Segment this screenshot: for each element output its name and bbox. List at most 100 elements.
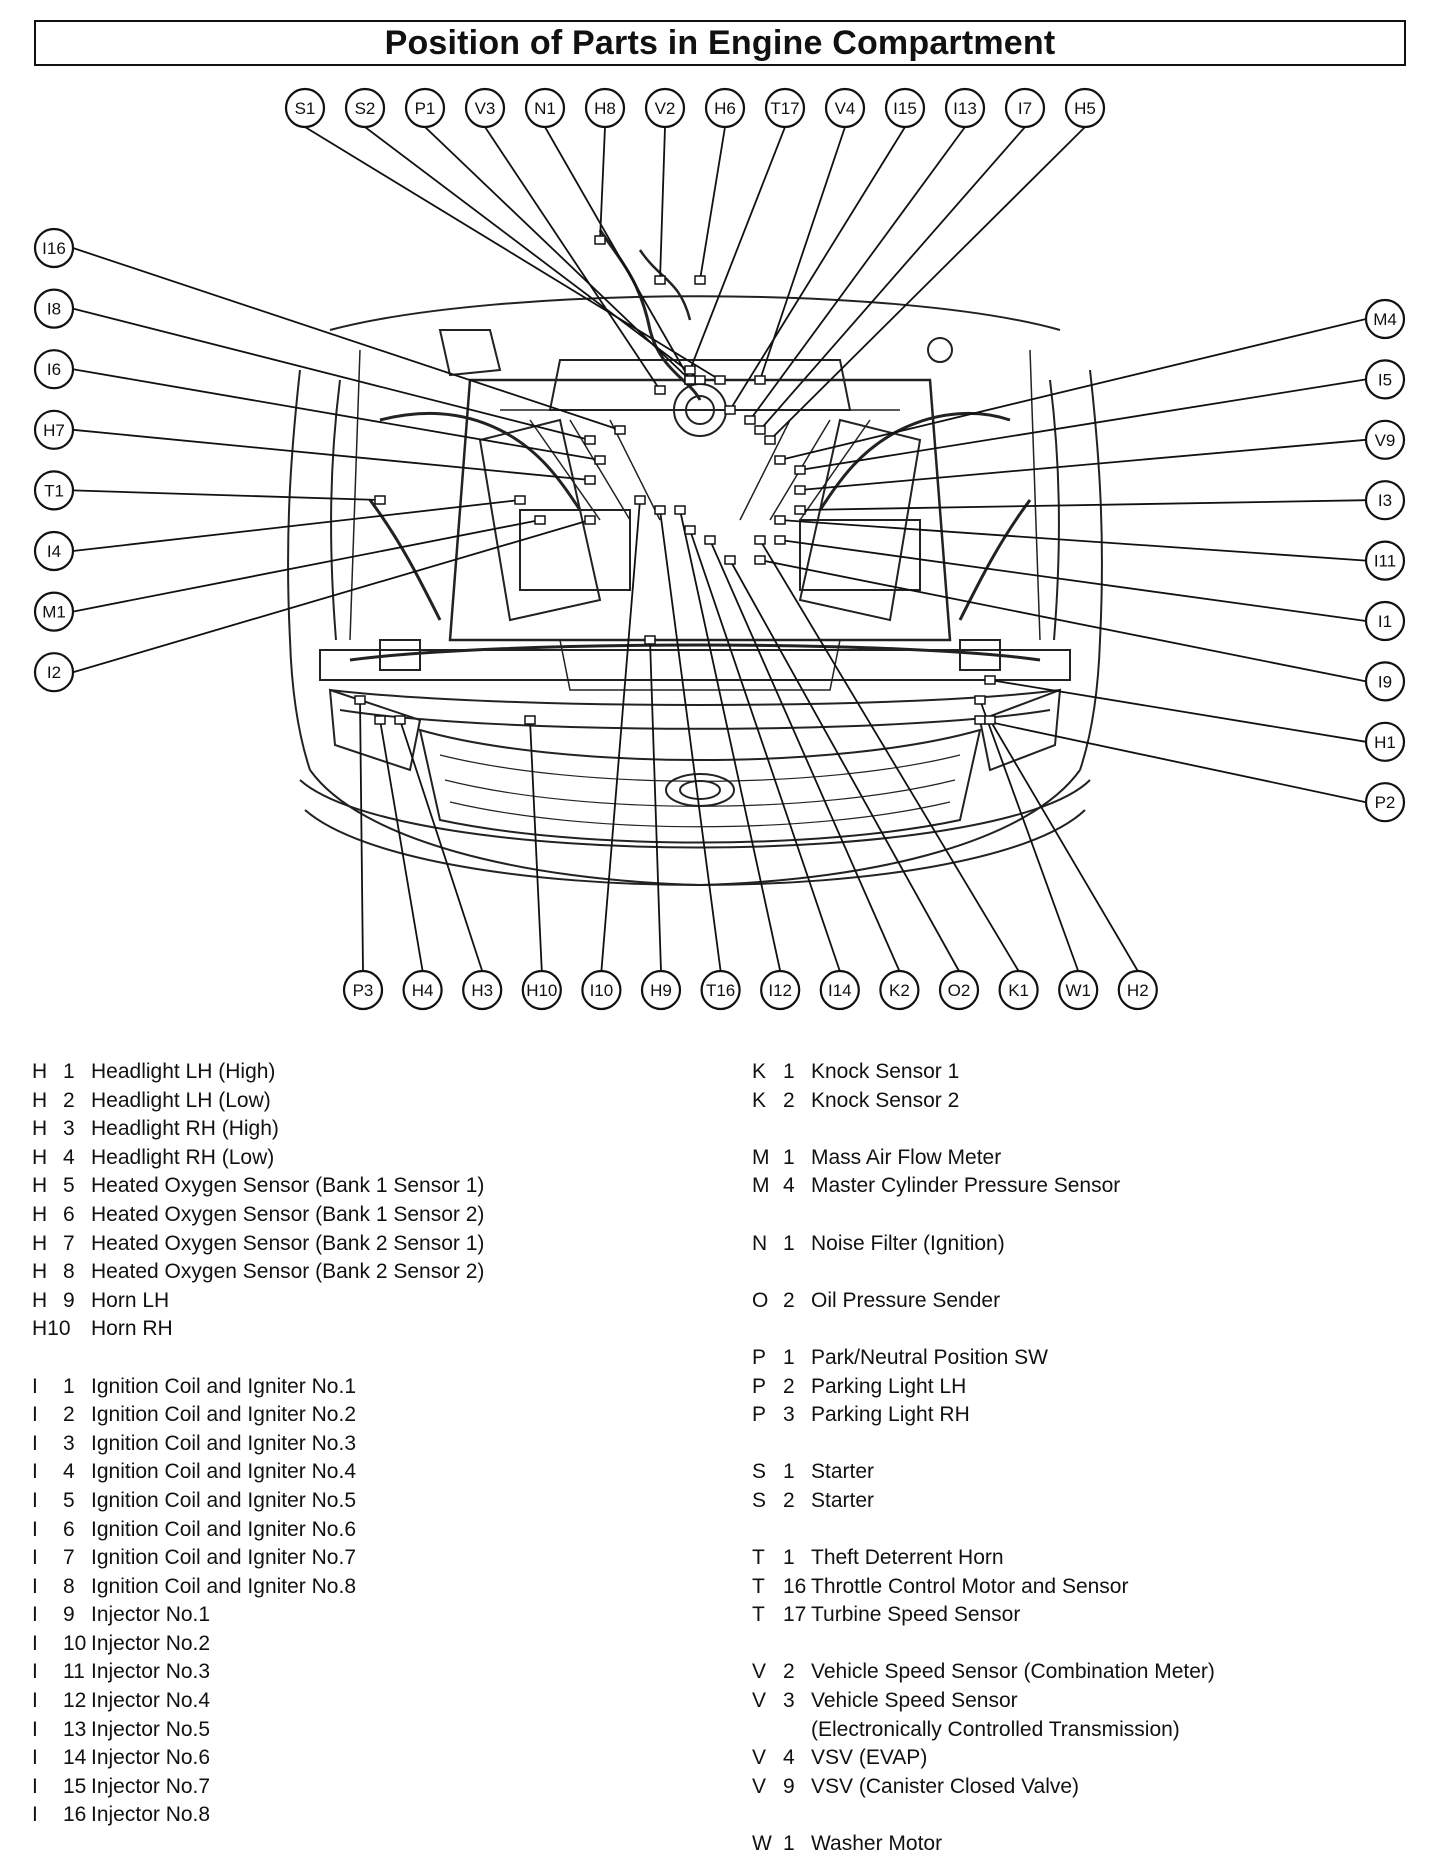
callout-label-h4: H4: [412, 981, 434, 1000]
callout-circle-i3: [1364, 480, 1406, 521]
legend-description: Ignition Coil and Igniter No.3: [91, 1431, 356, 1455]
legend-letter: H: [32, 1117, 48, 1141]
connector-mark: [534, 515, 546, 525]
legend-letter: K: [752, 1060, 767, 1083]
legend-letter: H: [32, 1088, 48, 1112]
leader-h9: [649, 639, 662, 972]
callout-label-v9: V9: [1375, 431, 1396, 450]
vehicle-outline-drawing: [287, 229, 1103, 887]
connector-mark: [774, 535, 786, 545]
legend-description: Headlight LH (High): [91, 1060, 276, 1083]
leader-i11: [779, 519, 1367, 562]
legend-letter: O: [752, 1288, 769, 1312]
connector-mark: [754, 555, 766, 565]
callout-circle-m1: [33, 591, 75, 632]
callout-circle-t1: [33, 470, 75, 511]
callout-circle-i11: [1364, 540, 1406, 581]
legend-letter: I: [32, 1431, 38, 1455]
callout-label-i1: I1: [1378, 612, 1392, 631]
legend-description: Knock Sensor 2: [811, 1088, 960, 1112]
callout-circle-v4: [824, 87, 866, 129]
legend-number: 16: [783, 1574, 807, 1598]
legend-number: 4: [783, 1746, 795, 1770]
callout-label-i11: I11: [1374, 552, 1396, 571]
legend-letter: H: [32, 1060, 48, 1083]
callout-circle-t17: [764, 87, 806, 129]
legend-description: Ignition Coil and Igniter No.5: [91, 1488, 356, 1512]
legend-number: 2: [63, 1088, 75, 1112]
legend-number: 3: [63, 1117, 75, 1141]
legend-number: 3: [783, 1689, 795, 1713]
connector-mark: [744, 415, 756, 425]
legend-description: Injector No.7: [91, 1774, 211, 1798]
callout-circle-i6: [33, 349, 75, 390]
legend-description: VSV (EVAP): [811, 1746, 928, 1770]
legend-letter: H10: [32, 1317, 71, 1341]
connector-mark: [684, 375, 696, 385]
legend-number: 2: [783, 1660, 795, 1684]
connector-mark: [524, 715, 536, 725]
leader-m4: [779, 318, 1367, 461]
callout-label-h1: H1: [1374, 733, 1396, 752]
legend-letter: I: [32, 1631, 38, 1655]
callout-label-h5: H5: [1074, 99, 1096, 118]
callout-label-h8: H8: [594, 99, 616, 118]
leader-h8: [599, 126, 606, 241]
connector-mark: [984, 715, 996, 725]
legend-description: Ignition Coil and Igniter No.2: [91, 1403, 356, 1427]
connector-mark: [674, 505, 686, 515]
leader-h4: [379, 719, 424, 972]
connector-mark: [714, 375, 726, 385]
legend-letter: P: [752, 1374, 767, 1398]
callout-circle-h7: [33, 409, 75, 450]
legend-number: 12: [63, 1689, 87, 1713]
callout-label-i4: I4: [47, 542, 61, 561]
callout-circle-i12: [760, 969, 801, 1011]
legend-number: 3: [63, 1431, 75, 1455]
callout-circle-h8: [584, 87, 626, 129]
callout-label-s1: S1: [295, 99, 316, 118]
legend-number: 10: [63, 1631, 87, 1655]
legend-description: Oil Pressure Sender: [811, 1288, 1001, 1312]
callout-label-h9: H9: [650, 981, 672, 1000]
connector-mark: [724, 555, 736, 565]
connector-mark: [374, 495, 386, 505]
connector-mark: [584, 435, 596, 445]
leader-v2: [659, 126, 666, 281]
callout-circle-h2: [1117, 969, 1158, 1011]
connector-mark: [374, 715, 386, 725]
legend-letter: V: [752, 1746, 767, 1770]
leader-i9: [759, 559, 1367, 683]
legend-letter: T: [752, 1546, 765, 1570]
connector-mark: [644, 635, 656, 645]
callout-label-i9: I9: [1378, 672, 1392, 691]
callout-label-i3: I3: [1378, 491, 1392, 510]
callout-label-h3: H3: [471, 981, 493, 1000]
connector-mark: [584, 515, 596, 525]
legend-description: Injector No.4: [91, 1689, 211, 1713]
connector-mark: [704, 535, 716, 545]
legend-number: 1: [783, 1832, 795, 1856]
callout-label-p2: P2: [1375, 793, 1396, 812]
legend-letter: K: [752, 1088, 767, 1112]
callout-circle-i5: [1364, 359, 1406, 400]
